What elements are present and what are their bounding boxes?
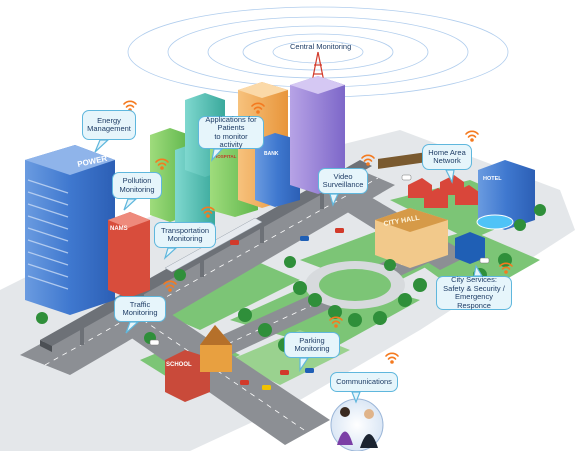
- wifi-icon: [201, 206, 215, 218]
- hospital-sign: HOSPITAL: [214, 154, 237, 159]
- central-plaza: [305, 261, 405, 309]
- wifi-icon: [329, 316, 343, 328]
- home-area-network-callout: Home Area Network: [422, 144, 472, 170]
- transportation-monitoring-callout: Transportation Monitoring: [154, 222, 216, 248]
- wifi-icon: [163, 280, 177, 292]
- bank-sign: BANK: [264, 151, 279, 157]
- wifi-icons: [123, 100, 513, 364]
- nams-building: NAMS: [108, 212, 150, 298]
- school-building: SCHOOL: [165, 325, 232, 402]
- hotel-building: HOTEL: [476, 160, 535, 230]
- wifi-icon: [251, 102, 265, 114]
- wifi-icon: [465, 130, 479, 142]
- wifi-icon: [361, 154, 375, 166]
- city-services-callout: City Services: Safety & Security / Emerg…: [436, 275, 512, 310]
- home-area-houses: [408, 175, 479, 208]
- school-sign: SCHOOL: [166, 362, 192, 368]
- energy-management-callout: Energy Management: [82, 110, 136, 140]
- communications-callout: Communications: [330, 372, 398, 392]
- wifi-icon: [155, 158, 169, 170]
- central-monitoring-label: Central Monitoring: [290, 42, 352, 51]
- video-surveillance-callout: Video Surveillance: [318, 168, 368, 194]
- cars: [149, 174, 490, 390]
- police-station: [455, 232, 485, 264]
- hotel-sign: HOTEL: [483, 176, 502, 182]
- applications-patients-callout: Applications for Patients to monitor act…: [198, 115, 264, 149]
- wifi-icon: [385, 352, 399, 364]
- wifi-icon: [499, 262, 513, 274]
- traffic-monitoring-callout: Traffic Monitoring: [114, 296, 166, 322]
- antenna-tower-icon: [311, 51, 325, 83]
- nams-sign: NAMS: [110, 226, 128, 232]
- purple-tower: [290, 76, 345, 194]
- power-building: POWER: [25, 145, 115, 315]
- pollution-monitoring-callout: Pollution Monitoring: [112, 172, 162, 199]
- parking-monitoring-callout: Parking Monitoring: [284, 332, 340, 358]
- callout-pointers: [94, 139, 484, 404]
- communications-people: [330, 398, 384, 451]
